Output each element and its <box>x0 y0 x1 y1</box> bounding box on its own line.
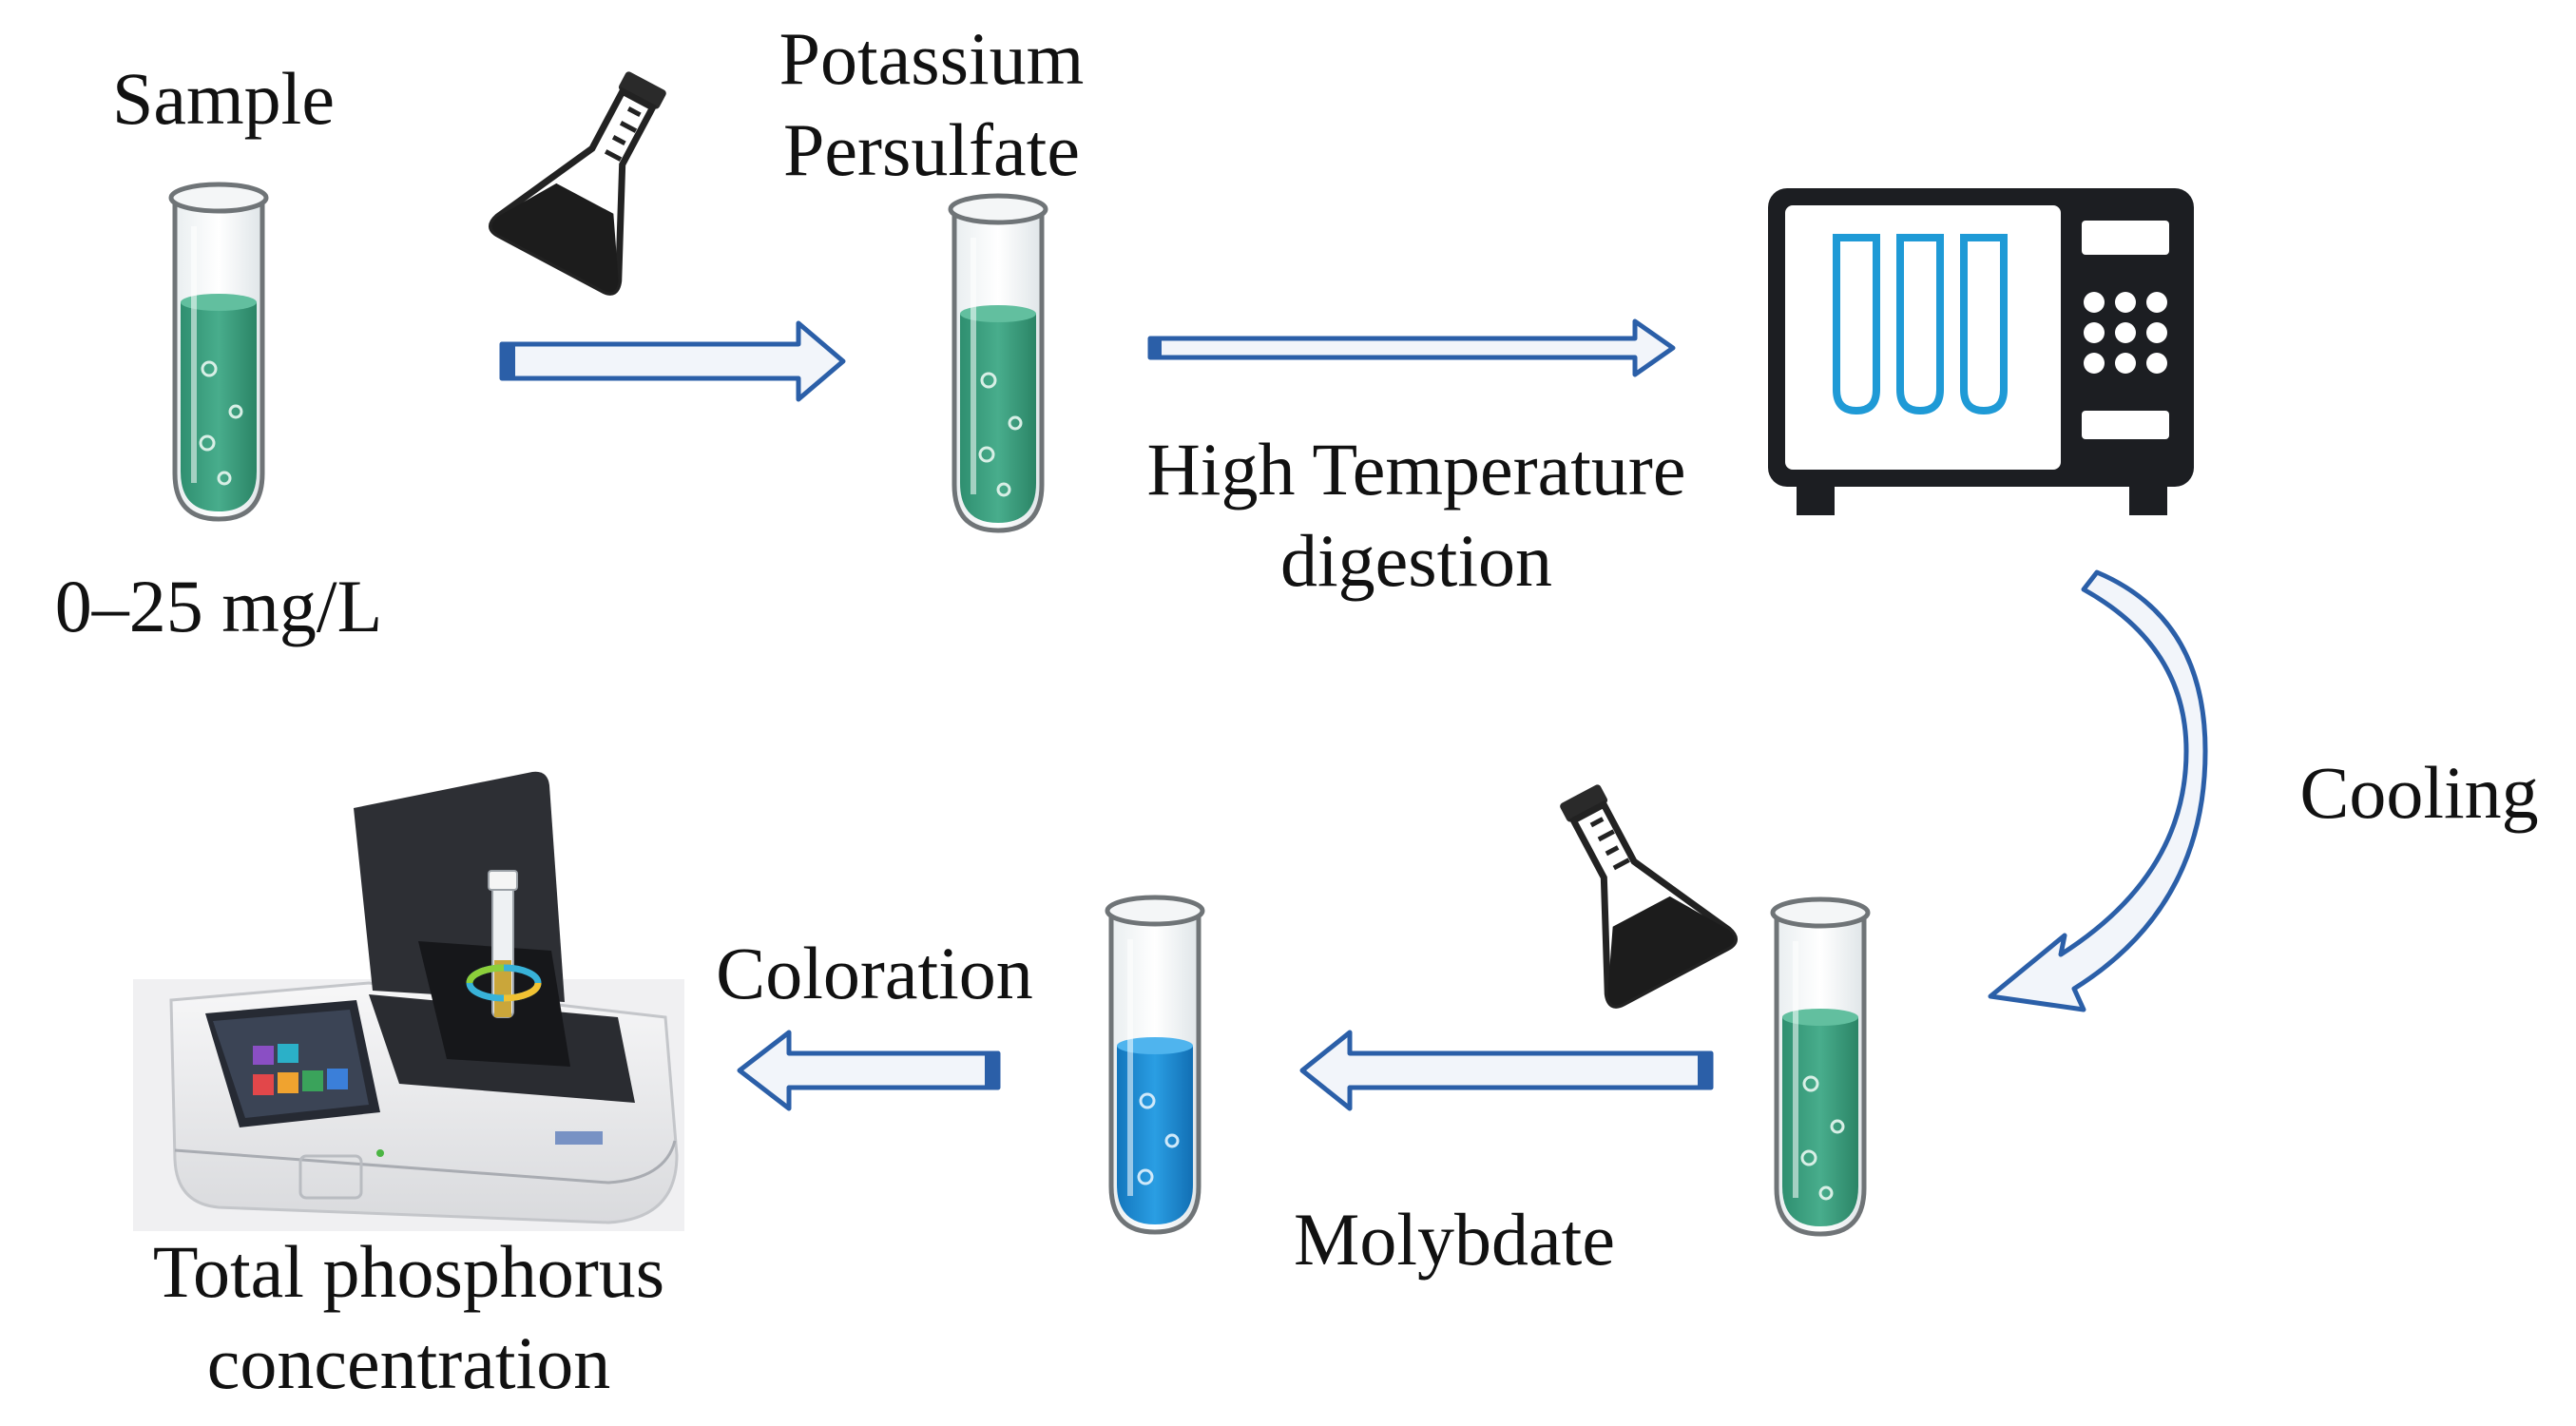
sample-label: Sample <box>112 57 335 140</box>
test-tube-icon <box>1773 899 1868 1234</box>
arrow-right-icon <box>1147 318 1676 377</box>
curved-arrow-icon <box>1988 569 2208 1012</box>
test-tube-icon <box>951 196 1046 530</box>
arrow-left-icon <box>737 1030 1001 1111</box>
high-temperature-digestion-label: High Temperature digestion <box>1146 428 1686 602</box>
coloration-label: Coloration <box>716 932 1033 1014</box>
potassium-persulfate-label: Potassium Persulfate <box>779 17 1085 191</box>
flask-icon <box>490 48 709 296</box>
spectrophotometer-icon <box>133 771 684 1231</box>
oven-icon <box>1768 188 2194 515</box>
arrow-left-icon <box>1299 1030 1714 1111</box>
colored-test-tube-icon <box>1105 895 1205 1235</box>
cooling-label: Cooling <box>2299 751 2539 834</box>
flask-icon <box>1517 761 1737 1009</box>
arrow-right-icon <box>499 320 846 402</box>
total-phosphorus-concentration-label: Total phosphorus concentration <box>152 1230 665 1404</box>
sample-test-tube-icon <box>171 184 266 519</box>
concentration-range-label: 0–25 mg/L <box>54 565 383 647</box>
molybdate-label: Molybdate <box>1294 1198 1615 1281</box>
